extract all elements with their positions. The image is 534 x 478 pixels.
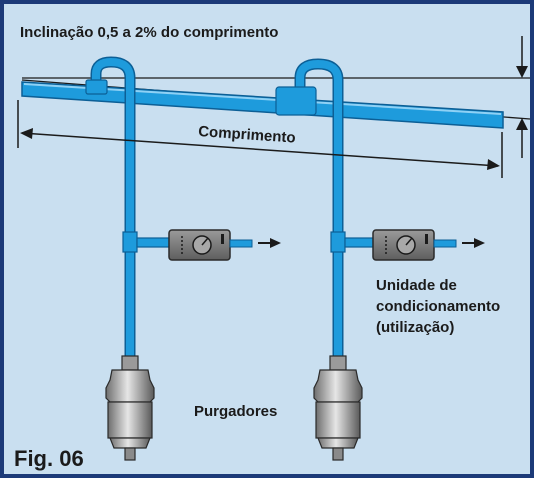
pipe-fitting-left (85, 79, 108, 95)
dial-needle-left (201, 237, 209, 246)
drains-label: Purgadores (194, 403, 277, 420)
tee-left (122, 231, 138, 253)
branch-pipe-left (136, 237, 172, 248)
outlet-pipe-right (433, 239, 457, 248)
length-dimension-line (21, 132, 499, 167)
arrow-left-icon (20, 128, 33, 139)
length-label: Comprimento (198, 123, 296, 147)
arrow-right-icon (270, 238, 281, 248)
unit-label-line3: (utilização) (376, 319, 454, 336)
arrow-right-icon (487, 159, 500, 170)
arrow-right-icon (474, 238, 485, 248)
branch-pipe-right (344, 237, 376, 248)
drain-valve-left (105, 355, 155, 461)
drop-pipe-left (92, 58, 134, 366)
drain-valve-right (313, 355, 363, 461)
unit-indicator-right (425, 234, 428, 244)
figure-number-label: Fig. 06 (14, 446, 84, 471)
dial-needle-right (405, 237, 413, 246)
outlet-pipe-left (229, 239, 253, 248)
unit-label-line1: Unidade de (376, 277, 457, 294)
arrow-down-icon (516, 66, 528, 78)
pipe-tee-fitting-right (275, 86, 317, 116)
unit-indicator-left (221, 234, 224, 244)
arrow-up-icon (516, 118, 528, 130)
slope-label: Inclinação 0,5 a 2% do comprimento (20, 24, 278, 41)
unit-label-line2: condicionamento (376, 298, 500, 315)
drop-pipe-right (296, 60, 342, 366)
tee-right (330, 231, 346, 253)
